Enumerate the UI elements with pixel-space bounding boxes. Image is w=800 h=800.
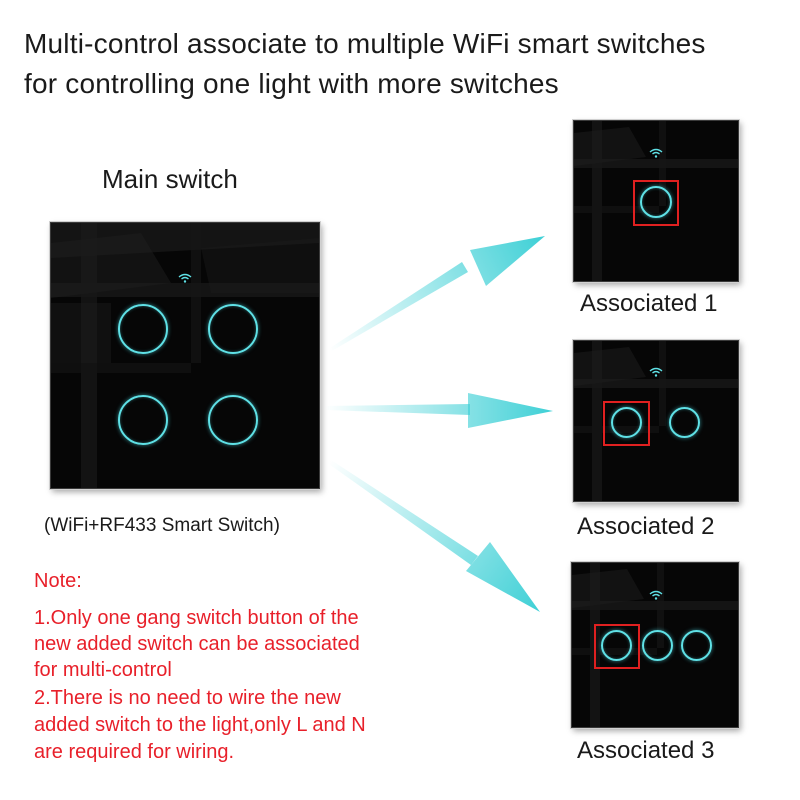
- gang-button-2[interactable]: [208, 304, 258, 354]
- main-switch-caption: (WiFi+RF433 Smart Switch): [44, 515, 280, 536]
- associated-switch-2-panel: [573, 340, 739, 502]
- wifi-icon: [178, 273, 192, 283]
- gang-button-1[interactable]: [611, 407, 642, 438]
- selected-button-highlight: [633, 180, 679, 226]
- note-line: 2.There is no need to wire the new: [34, 687, 341, 709]
- window-reflection: [574, 341, 738, 501]
- associated-3-label: Associated 3: [577, 737, 715, 764]
- gang-button-2[interactable]: [669, 407, 700, 438]
- note-line: added switch to the light,only L and N: [34, 714, 366, 736]
- gang-button-2[interactable]: [642, 630, 673, 661]
- gang-button-4[interactable]: [208, 395, 258, 445]
- gang-button-1[interactable]: [640, 186, 672, 218]
- wifi-icon: [649, 367, 663, 377]
- gang-button-1[interactable]: [601, 630, 632, 661]
- arrow-right-icon: [326, 458, 540, 612]
- note-line: are required for wiring.: [34, 741, 235, 763]
- gang-button-3[interactable]: [681, 630, 712, 661]
- window-reflection: [574, 121, 738, 281]
- note-heading: Note:: [34, 570, 82, 592]
- note-line: new added switch can be associated: [34, 633, 360, 655]
- title-line-2: for controlling one light with more swit…: [24, 68, 559, 99]
- associated-1-label: Associated 1: [580, 290, 718, 317]
- title-line-1: Multi-control associate to multiple WiFi…: [24, 28, 706, 59]
- gang-button-1[interactable]: [118, 304, 168, 354]
- associated-switch-1-panel: [573, 120, 739, 282]
- gang-button-3[interactable]: [118, 395, 168, 445]
- arrow-right-icon: [330, 236, 545, 352]
- window-reflection: [51, 223, 319, 488]
- selected-button-highlight: [603, 401, 650, 446]
- arrow-right-icon: [325, 393, 553, 428]
- main-switch-panel: [50, 222, 320, 489]
- selected-button-highlight: [594, 624, 640, 669]
- note-line: 1.Only one gang switch button of the: [34, 607, 359, 629]
- note-line: for multi-control: [34, 659, 172, 681]
- wifi-icon: [649, 590, 663, 600]
- main-switch-label: Main switch: [102, 164, 238, 194]
- wifi-icon: [649, 148, 663, 158]
- associated-switch-3-panel: [571, 562, 739, 728]
- associated-2-label: Associated 2: [577, 513, 715, 540]
